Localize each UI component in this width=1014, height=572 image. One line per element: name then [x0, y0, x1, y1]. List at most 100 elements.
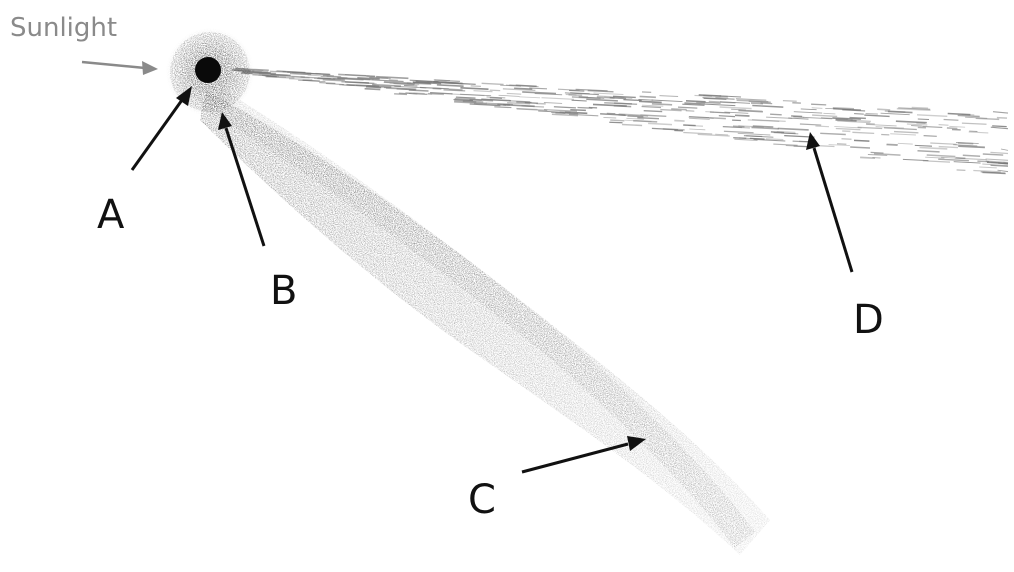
ion-tail-streak [434, 79, 461, 83]
ion-tail-streak [371, 79, 404, 83]
ion-tail-streak [719, 106, 752, 110]
ion-tail-streak [704, 103, 736, 107]
ion-tail-streak [718, 115, 736, 118]
ion-tail-streak [811, 103, 827, 106]
ion-tail-streak [473, 90, 493, 93]
ion-tail-streak [731, 108, 746, 111]
ion-tail-streak [961, 113, 975, 116]
ion-tail-streak [326, 75, 342, 78]
ion-tail-streak [541, 97, 575, 100]
ion-tail-streak [917, 118, 930, 120]
ion-tail-streak [685, 99, 706, 103]
ion-tail-streak [982, 153, 1004, 156]
ion-tail-streak [832, 107, 855, 110]
ion-tail-streak [820, 132, 846, 136]
ion-tail-streak [890, 133, 916, 136]
label-a: A [97, 192, 125, 238]
ion-tail-streak [873, 152, 901, 156]
ion-tail-streak [735, 98, 767, 101]
ion-tail-streak [568, 93, 583, 97]
ion-tail-streak [938, 145, 959, 149]
ion-tail-streak [609, 121, 623, 124]
ion-tail-streak [610, 119, 625, 122]
ion-tail-streak [747, 119, 780, 123]
ion-tail-streak [953, 144, 978, 147]
ion-tail-streak [408, 89, 429, 92]
ion-tail-streak [986, 161, 1009, 165]
ion-tail-streak [990, 151, 1009, 155]
ion-tail-streak [953, 161, 981, 164]
ion-tail [232, 67, 1009, 175]
ion-tail-streak [835, 119, 857, 122]
ion-tail-streak [689, 116, 710, 119]
ion-tail-streak [333, 78, 364, 81]
ion-tail-streak [752, 125, 774, 128]
ion-tail-streak [302, 79, 320, 82]
ion-tail-streak [307, 74, 341, 78]
sunlight-label: Sunlight [10, 13, 117, 43]
ion-tail-streak [773, 131, 796, 135]
ion-tail-streak [571, 99, 587, 102]
ion-tail-streak [413, 92, 433, 95]
ion-tail-streak [875, 126, 904, 129]
ion-tail-streak [289, 73, 312, 76]
ion-tail-streak [454, 99, 484, 103]
ion-tail-streak [957, 114, 980, 118]
ion-tail-streak [596, 96, 615, 99]
label-b: B [270, 268, 297, 314]
ion-tail-streak [788, 117, 809, 120]
ion-tail-streak [749, 137, 765, 140]
ion-tail-streak [947, 112, 971, 116]
ion-tail-streak [660, 108, 682, 112]
ion-tail-streak [570, 108, 586, 112]
ion-tail-streak [996, 116, 1008, 119]
ion-tail-streak [800, 108, 817, 111]
ion-tail-streak [990, 161, 1009, 165]
ion-tail-streak [454, 100, 487, 105]
ion-tail-streak [975, 117, 1000, 121]
ion-tail-streak [339, 84, 367, 87]
ion-tail-streak [902, 158, 929, 162]
ion-tail-streak [252, 70, 269, 73]
ion-tail-streak [322, 79, 346, 82]
ion-tail-streak [597, 95, 625, 98]
ion-tail-streak [538, 110, 565, 113]
ion-tail-streak [502, 88, 536, 92]
ion-tail-streak [923, 135, 937, 137]
ion-tail-streak [494, 106, 512, 109]
ion-tail-streak [1000, 148, 1009, 151]
ion-tail-streak [841, 138, 852, 140]
ion-tail-streak [633, 119, 658, 123]
ion-tail-streak [651, 99, 683, 103]
ion-tail-streak [299, 72, 331, 76]
ion-tail-streak [823, 112, 836, 115]
ion-tail-streak [914, 144, 933, 147]
ion-tail-streak [877, 108, 891, 111]
ion-tail-streak [752, 104, 784, 108]
ion-tail-streak [719, 101, 751, 104]
ion-tail-streak [852, 131, 875, 135]
ion-tail-streak [709, 111, 731, 114]
ion-tail-streak [917, 150, 940, 153]
ion-tail-streak [962, 154, 981, 157]
ion-tail-streak [398, 92, 428, 95]
ion-tail-streak [811, 107, 823, 109]
ion-tail-streak [1003, 161, 1009, 164]
ion-tail-streak [543, 108, 578, 112]
ion-tail-streak [578, 96, 605, 99]
ion-tail-streak [817, 144, 835, 148]
ion-tail-streak [850, 146, 871, 149]
ion-tail-streak [849, 116, 866, 120]
ion-tail-streak [366, 85, 392, 88]
ion-tail-streak [854, 113, 864, 115]
ion-tail-streak [325, 83, 344, 85]
ion-tail-streak [990, 164, 1009, 167]
ion-tail-streak [980, 171, 1006, 174]
ion-tail-streak [514, 87, 533, 90]
ion-tail-streak [760, 102, 773, 105]
ion-tail-streak [359, 82, 377, 85]
ion-tail-streak [835, 127, 861, 131]
ion-tail-streak [751, 126, 779, 130]
ion-tail-streak [698, 94, 722, 97]
ion-tail-streak [564, 92, 599, 96]
